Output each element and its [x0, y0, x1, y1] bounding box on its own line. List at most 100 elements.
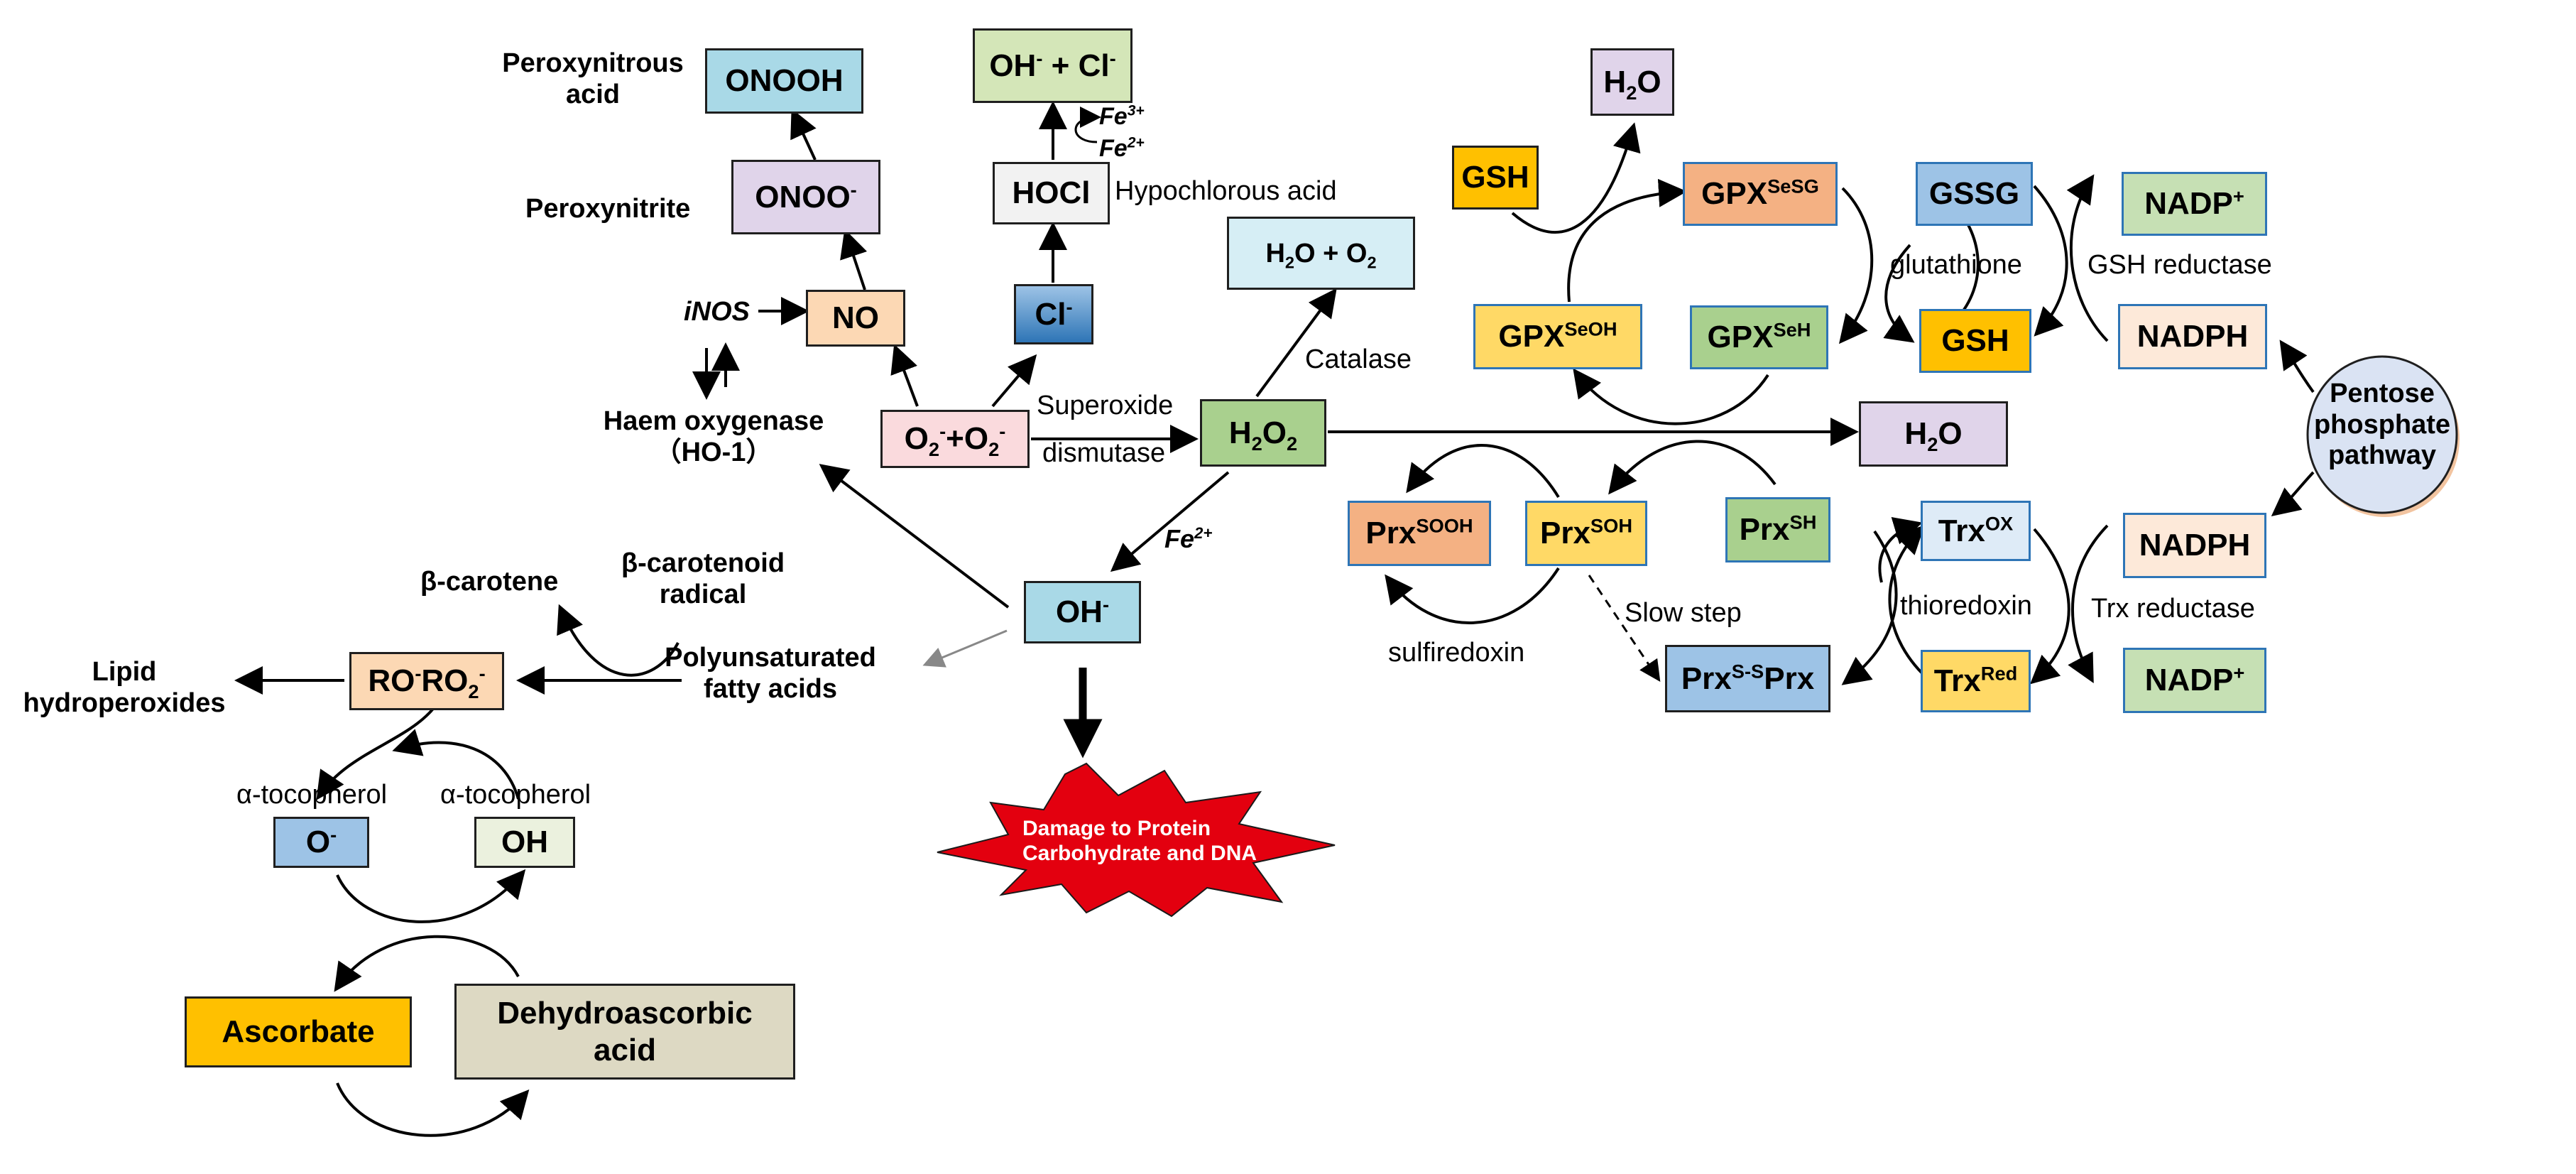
gpx-seh-label: GPXSeH — [1707, 318, 1811, 354]
prx-soh-label: PrxSOH — [1539, 514, 1633, 550]
arrow-sulfiredoxin-loop — [1385, 567, 1560, 624]
arrow-gpxseoh-gpxsesg — [1567, 178, 1687, 303]
ascorbate-label: Ascorbate — [222, 1014, 375, 1049]
tocopheroxyl-label: O- — [305, 823, 337, 859]
arrow-oh-toco-loop — [392, 729, 520, 800]
arrow-pentose-nadph-top — [2279, 339, 2315, 393]
thioredoxin-label: thioredoxin — [1900, 591, 2032, 621]
nadph-top-label: NADPH — [2136, 319, 2249, 354]
arrow-gssg-gsh — [1883, 244, 1915, 343]
arrow-carotene-loop — [557, 604, 680, 677]
nadph-top-box: NADPH — [2118, 304, 2267, 369]
nadp-top-box: NADP+ — [2122, 172, 2267, 236]
onooh-label: ONOOH — [725, 63, 844, 98]
arrow-prxsoh-prxsooh-loop — [1406, 444, 1560, 499]
gpx-sesg-label: GPXSeSG — [1701, 175, 1819, 211]
fe3-label: Fe3+ — [1099, 102, 1145, 130]
arrow-no-onoo — [840, 229, 868, 290]
gpx-seoh-box: GPXSeOH — [1473, 304, 1642, 369]
arrow-prxsh-prxsoh-loop — [1608, 440, 1777, 495]
tocopherol-oh-label: OH — [501, 825, 548, 859]
arrow-asc-dehydro-loop — [336, 1082, 530, 1137]
arrow-nadph-nadp — [2066, 174, 2109, 342]
h2o-mid-label: H2O — [1904, 416, 1963, 455]
superoxide-box: O2-+O2- — [880, 410, 1030, 468]
gpx-seh-box: GPXSeH — [1690, 305, 1828, 369]
arrow-gpxsesg-gpxseh — [1838, 187, 1874, 344]
arrow-trx-prxss — [1841, 530, 1898, 685]
h2o-top-box: H2O — [1590, 48, 1674, 116]
superoxide-label: O2-+O2- — [904, 420, 1006, 460]
tocopherol-oh-box: OH — [474, 817, 575, 868]
arrow-dehydro-asc-loop — [334, 935, 520, 992]
h2o-top-label: H2O — [1603, 64, 1661, 104]
hocl-label: HOCl — [1012, 175, 1091, 210]
oh-cl-box: OH- + Cl- — [973, 28, 1133, 103]
nadph-bottom-box: NADPH — [2123, 513, 2266, 578]
gsh-right-box: GSH — [1919, 309, 2031, 373]
hocl-box: HOCl — [993, 162, 1110, 224]
arrow-onoo-onooh — [790, 108, 817, 161]
trx-ox-label: TrxOX — [1938, 511, 2014, 548]
ascorbate-box: Ascorbate — [185, 996, 412, 1067]
oh-cl-label: OH- + Cl- — [989, 46, 1116, 83]
hypochlorous-acid-label: Hypochlorous acid — [1115, 176, 1337, 206]
h2o-o2-label: H2O + O2 — [1265, 238, 1377, 272]
inos-label: iNOS — [684, 297, 750, 327]
arrow-h2o2-catalase — [1255, 288, 1337, 398]
sulfiredoxin-label: sulfiredoxin — [1388, 638, 1525, 668]
arrow-gpxseh-gpxseoh — [1573, 368, 1769, 425]
fe2-oh-label: Fe2+ — [1164, 524, 1213, 553]
prx-soh-box: PrxSOH — [1525, 501, 1647, 566]
arrow-nadph-nadp-bottom — [2068, 524, 2109, 684]
arrow-o2-cl — [991, 354, 1037, 408]
trx-red-label: TrxRed — [1933, 662, 2018, 698]
beta-carotene-label: β-carotene — [420, 567, 559, 597]
damage-label: Damage to Protein Carbohydrate and DNA — [1022, 817, 1257, 865]
arrow-prxss-trx — [1878, 517, 1923, 583]
fe2-top-label: Fe2+ — [1099, 134, 1145, 162]
alpha-tocopherol-left-label: α-tocopherol — [236, 780, 388, 810]
arrow-gsh-h2o-loop — [1511, 122, 1641, 234]
prx-ss-label: PrxS-SPrx — [1681, 659, 1815, 696]
prx-sh-label: PrxSH — [1739, 511, 1817, 547]
arrow-gssg-gsh-right — [2033, 185, 2068, 337]
gpx-sesg-box: GPXSeSG — [1683, 162, 1838, 226]
gpx-seoh-label: GPXSeOH — [1498, 317, 1617, 354]
prx-sooh-box: PrxSOOH — [1348, 501, 1491, 566]
prx-ss-box: PrxS-SPrx — [1665, 645, 1830, 712]
arrow-oh-haem — [819, 464, 1010, 609]
glutathione-label: glutathione — [1890, 250, 2022, 280]
dehydroascorbic-box: Dehydroascorbic acid — [454, 984, 795, 1080]
pentose-phosphate-label: Pentose phosphate pathway — [2313, 379, 2451, 471]
dismutase-label: dismutase — [1042, 438, 1166, 468]
trx-red-box: TrxRed — [1921, 650, 2031, 712]
h2o-mid-box: H2O — [1859, 401, 2008, 467]
h2o-o2-box: H2O + O2 — [1227, 217, 1415, 290]
arrow-oh-pufa — [922, 629, 1008, 668]
h2o2-label: H2O2 — [1228, 415, 1298, 455]
prx-sooh-label: PrxSOOH — [1365, 514, 1473, 550]
arrow-h2o2-oh — [1110, 471, 1230, 572]
onoo-label: ONOO- — [755, 178, 857, 214]
gsh-right-label: GSH — [1941, 323, 2009, 358]
peroxynitrous-line2: acid — [565, 79, 621, 109]
alpha-tocopherol-right-label: α-tocopherol — [440, 780, 591, 810]
gsh-left-label: GSH — [1461, 160, 1529, 195]
oh-radical-label: OH- — [1055, 593, 1110, 629]
gssg-label: GSSG — [1928, 176, 2020, 211]
haem-oxygenase-label: Haem oxygenase （HO-1） — [603, 406, 824, 467]
nadp-bottom-box: NADP+ — [2123, 648, 2266, 713]
trx-ox-box: TrxOX — [1921, 501, 2031, 561]
no-label: NO — [832, 300, 879, 335]
roo-label: RO-RO2- — [368, 662, 486, 702]
no-box: NO — [806, 290, 905, 347]
pufa-label: Polyunsaturated fatty acids — [665, 643, 876, 704]
pentose-oval-front — [2306, 355, 2458, 514]
arrow-prxsoh-prxss-slow — [1588, 575, 1661, 682]
beta-carotenoid-radical-label: β-carotenoid radical — [621, 548, 785, 609]
arrow-o2-no — [890, 344, 919, 407]
cl-box: Cl- — [1014, 284, 1093, 344]
